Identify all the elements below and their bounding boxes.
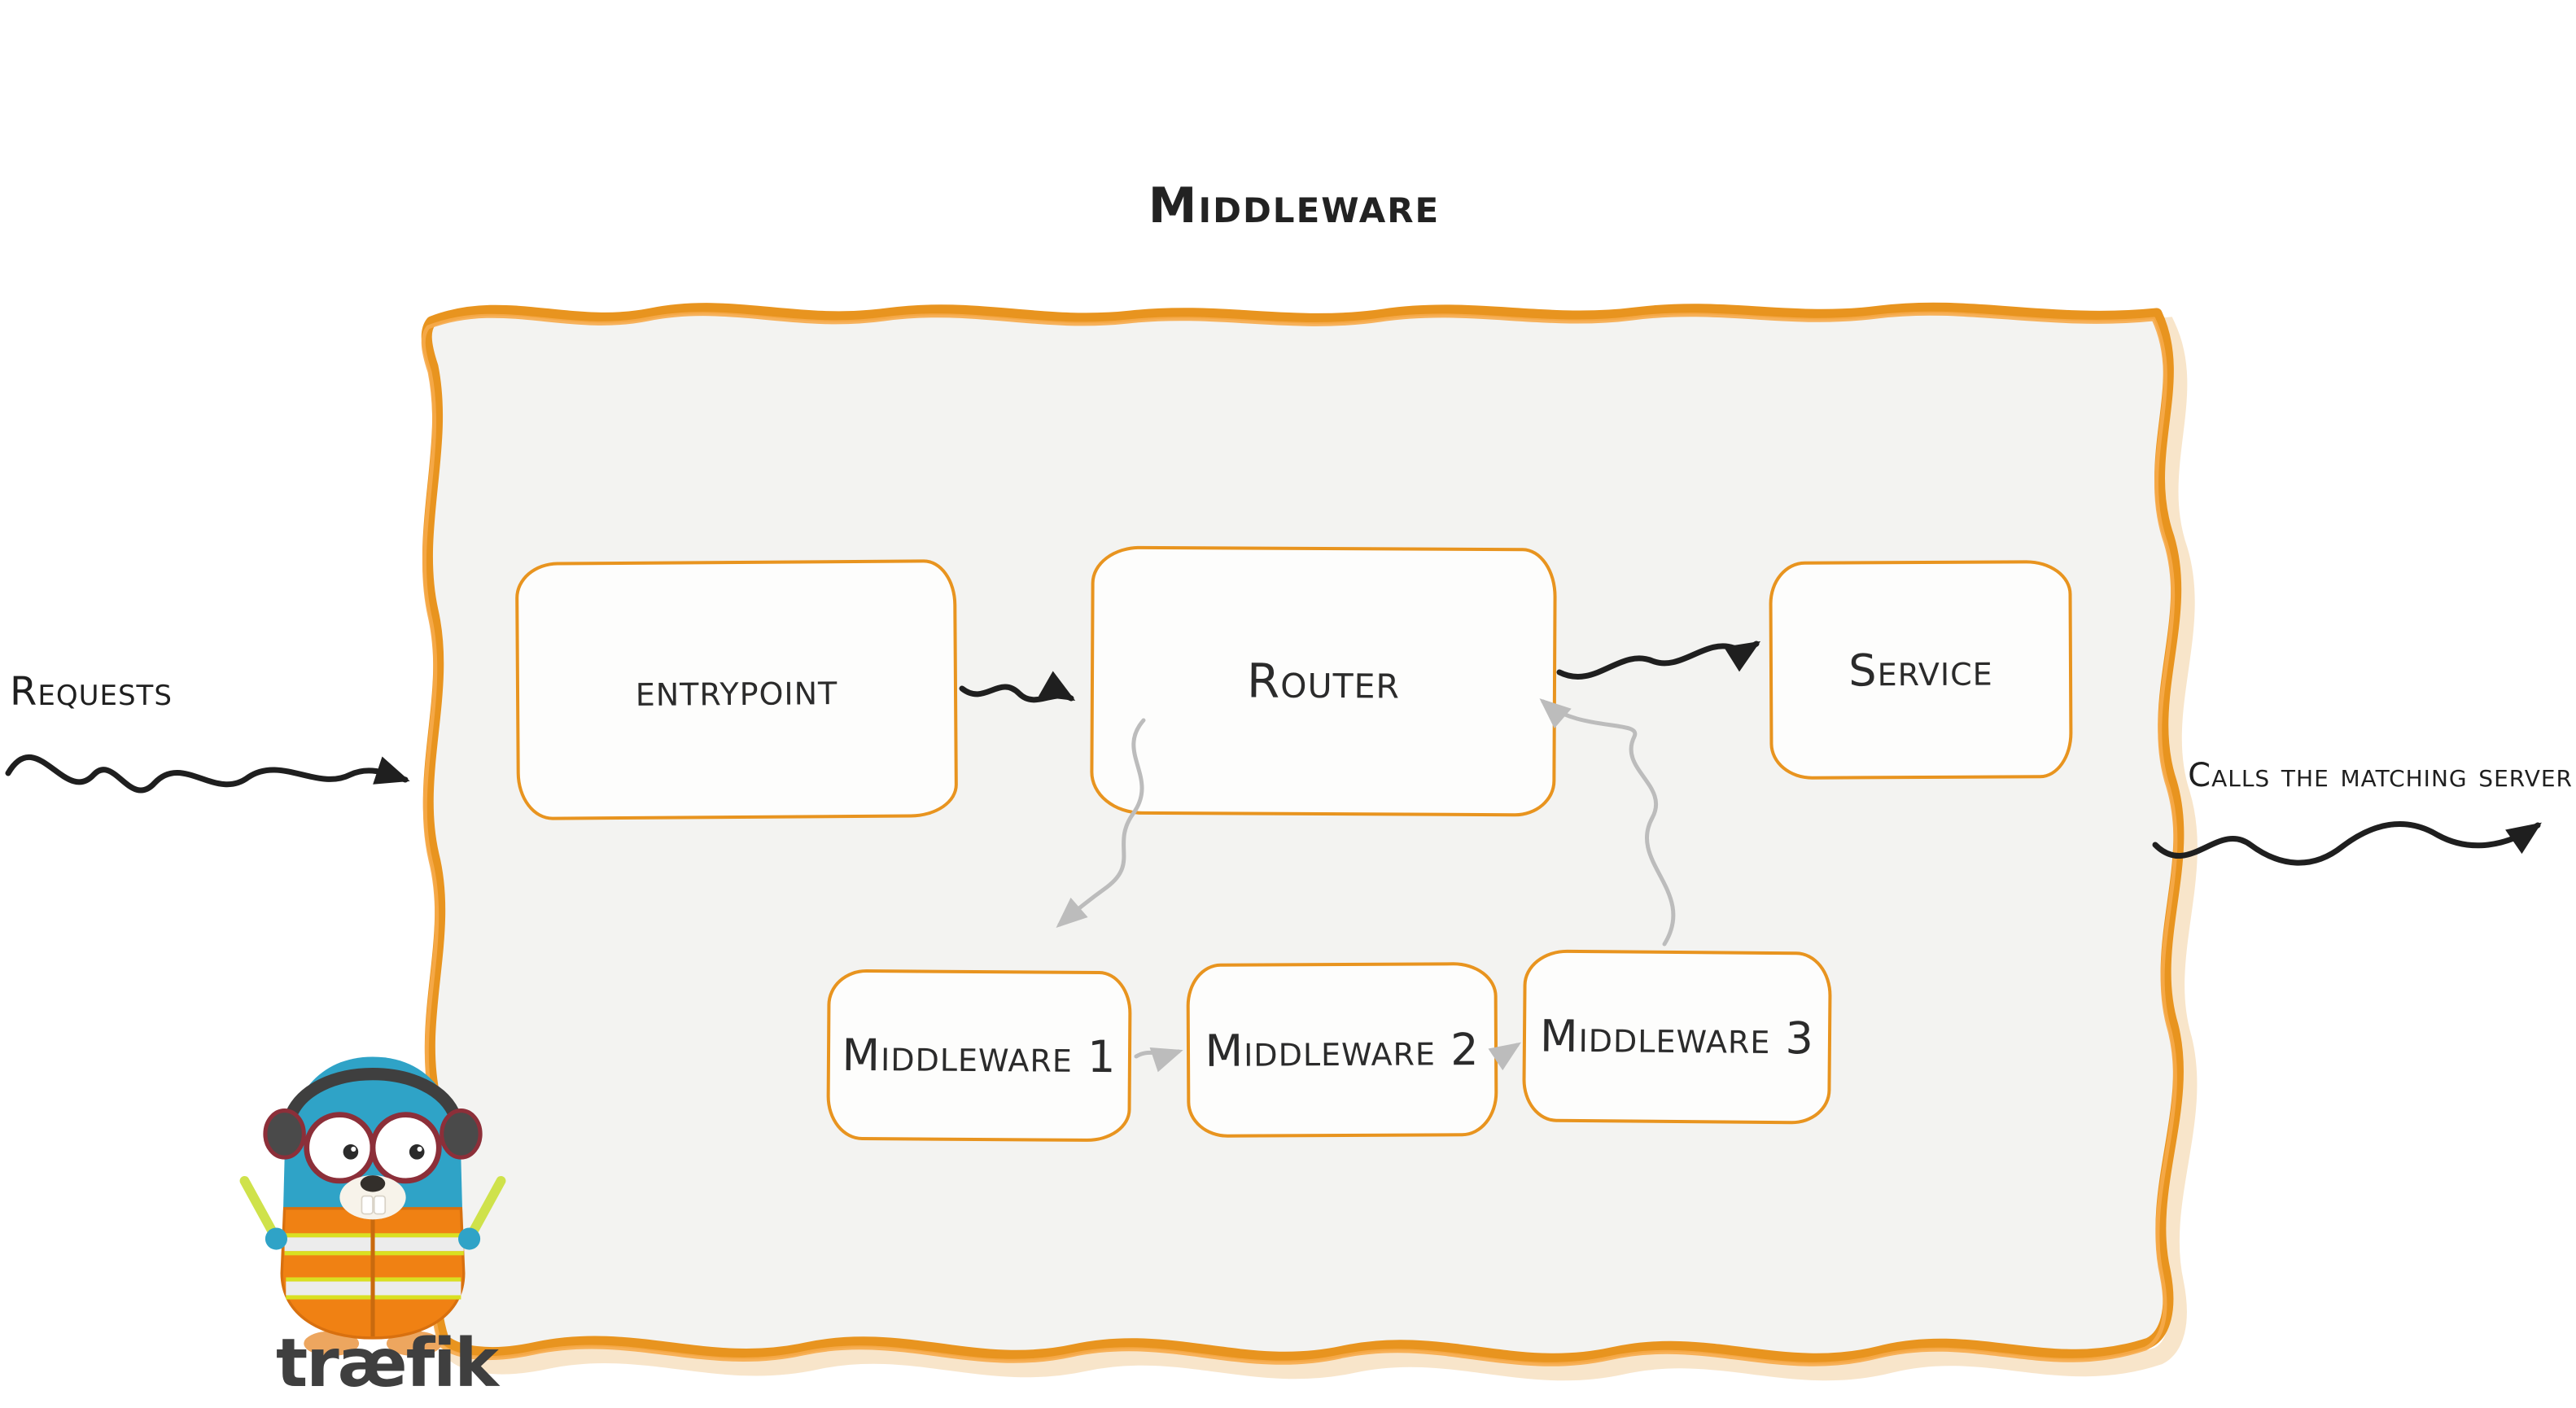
panel-border-sketch <box>421 302 2198 1381</box>
service-node: Service <box>1769 560 2073 780</box>
entrypoint-node: entrypoint <box>514 559 959 820</box>
traefik-gopher-mascot <box>239 1056 506 1356</box>
router-node: Router <box>1090 545 1557 817</box>
diagram-title: Middleware <box>1148 177 1441 234</box>
gopher-vest <box>280 1207 466 1340</box>
middleware2-node: Middleware 2 <box>1186 962 1498 1138</box>
router-label: Router <box>1246 653 1401 710</box>
middleware1-label: Middleware 1 <box>842 1029 1117 1082</box>
traefik-logo-wordmark: træfik <box>276 1325 499 1402</box>
calls-matching-server-label: Calls the matching server <box>2188 757 2573 794</box>
gopher-muzzle <box>339 1175 406 1220</box>
middleware3-label: Middleware 3 <box>1539 1010 1815 1064</box>
middleware2-label: Middleware 2 <box>1205 1023 1480 1077</box>
gopher-paws <box>265 1227 481 1250</box>
entrypoint-label: entrypoint <box>635 663 838 716</box>
gopher-goggles <box>304 1112 442 1184</box>
middleware3-node: Middleware 3 <box>1522 949 1832 1125</box>
gopher-feet <box>304 1331 442 1356</box>
panel-body <box>421 302 2185 1364</box>
requests-label: Requests <box>10 669 173 715</box>
gopher-headphones <box>263 1068 483 1160</box>
service-label: Service <box>1848 644 1993 696</box>
middleware1-node: Middleware 1 <box>826 969 1132 1143</box>
